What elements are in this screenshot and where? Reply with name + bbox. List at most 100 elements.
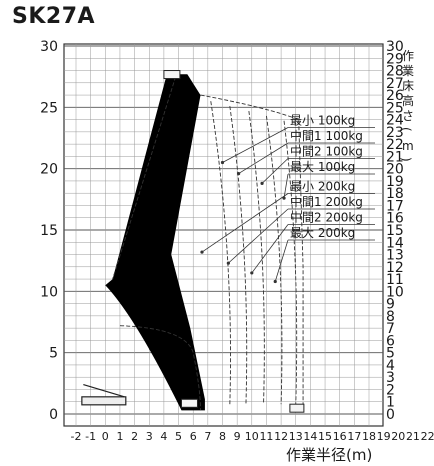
bottom-tick-label: 10 [245, 430, 259, 443]
right-tick-label: 18 [386, 186, 404, 202]
working-envelope [105, 74, 304, 411]
bottom-tick-label: 6 [190, 430, 197, 443]
bottom-tick-label: 15 [318, 430, 332, 443]
platform-bottom [180, 398, 198, 408]
platform-top [163, 70, 181, 80]
machine-body [81, 396, 127, 406]
bottom-tick-label: 0 [102, 430, 109, 443]
bottom-axis-label: 作業半径(m) [286, 446, 372, 464]
bottom-tick-label: 2 [131, 430, 138, 443]
envelope-curve [210, 101, 231, 405]
left-tick-label: 30 [40, 39, 58, 55]
bottom-tick-label: 12 [274, 430, 288, 443]
right-axis-label-char: さ [402, 109, 414, 123]
right-tick-label: 8 [386, 309, 395, 325]
machine-silhouette [81, 70, 305, 413]
right-tick-label: 14 [386, 235, 404, 251]
bottom-tick-label: 21 [406, 430, 420, 443]
right-tick-label: 24 [386, 113, 404, 129]
right-tick-label: 19 [386, 174, 404, 190]
right-tick-label: 21 [386, 149, 404, 165]
right-tick-label: 7 [386, 321, 395, 337]
right-tick-label: 26 [386, 88, 404, 104]
envelope-outer-edge [200, 94, 304, 411]
legend-leader-dot [250, 271, 254, 275]
bottom-tick-label: 11 [259, 430, 273, 443]
right-tick-label: 3 [386, 370, 395, 386]
bottom-tick-label: 5 [175, 430, 182, 443]
right-tick-label: 15 [386, 223, 404, 239]
envelope-main-outline [105, 74, 205, 411]
envelope-curve [229, 106, 248, 405]
legend-entry: 中間2 100kg [290, 144, 363, 159]
bottom-tick-label: 9 [234, 430, 241, 443]
legend-leader-dot [260, 181, 264, 185]
legend-leader [251, 224, 289, 274]
legend-leader [283, 173, 289, 199]
bottom-tick-label: 14 [303, 430, 317, 443]
right-axis-label-char: 床 [402, 79, 414, 93]
legend-entry: 最大 200kg [290, 226, 355, 240]
right-tick-label: 22 [386, 137, 404, 153]
bottom-tick-label: 20 [391, 430, 405, 443]
right-tick-label: 5 [386, 346, 395, 362]
bottom-tick-label: 8 [219, 430, 226, 443]
platform-far [289, 403, 305, 413]
right-axis-label-char: 業 [402, 64, 414, 78]
bottom-tick-label: 22 [421, 430, 434, 443]
diagram-title: SK27A [12, 4, 96, 29]
left-tick-label: 15 [40, 223, 58, 239]
right-tick-label: 13 [386, 248, 404, 264]
right-tick-label: 11 [386, 272, 404, 288]
bottom-tick-label: 16 [333, 430, 347, 443]
legend-entry: 最大 100kg [290, 160, 355, 174]
right-tick-label: 27 [386, 76, 404, 92]
left-tick-label: 0 [49, 407, 58, 423]
legend-leader [238, 142, 289, 174]
legend-leader [261, 158, 289, 184]
bottom-tick-label: 7 [204, 430, 211, 443]
left-tick-label: 25 [40, 100, 58, 116]
bottom-tick-label: 1 [116, 430, 123, 443]
right-tick-label: 29 [386, 51, 404, 67]
bottom-tick-label: 17 [347, 430, 361, 443]
bottom-tick-label: 18 [362, 430, 376, 443]
left-tick-label: 20 [40, 162, 58, 178]
right-tick-label: 23 [386, 125, 404, 141]
legend-entry: 中間2 200kg [290, 210, 363, 225]
right-tick-label: 0 [386, 407, 395, 423]
right-tick-label: 28 [386, 64, 404, 80]
right-tick-label: 16 [386, 211, 404, 227]
right-tick-label: 30 [386, 39, 404, 55]
right-axis-label-char: 高 [402, 93, 414, 108]
machine-boom [83, 383, 125, 398]
legend-leader [274, 239, 289, 282]
legend-leader-dot [273, 279, 277, 284]
legend-entry: 中間1 100kg [290, 128, 363, 143]
right-tick-label: 1 [386, 395, 395, 411]
left-tick-label: 5 [49, 346, 58, 362]
right-axis-label-char: 作 [402, 49, 414, 63]
bottom-tick-label: -1 [85, 430, 96, 443]
legend-leader-dot [237, 171, 241, 176]
legend-leader-dot [220, 160, 225, 165]
right-tick-label: 25 [386, 100, 404, 116]
right-axis-label-char: m [402, 139, 414, 153]
right-tick-label: 9 [386, 297, 395, 313]
envelope-curve [248, 110, 265, 405]
legend-leader [222, 127, 289, 163]
legend-entry: 最小 100kg [290, 114, 355, 128]
bottom-tick-label: 3 [146, 430, 153, 443]
lower-envelope-curve [119, 325, 201, 411]
legend-leader-dot [282, 196, 286, 200]
legend-leader [228, 208, 289, 264]
legend-leader-dot [200, 250, 204, 254]
right-tick-label: 12 [386, 260, 404, 276]
legend-entry: 中間1 200kg [290, 194, 363, 209]
envelope-curve [266, 115, 283, 405]
